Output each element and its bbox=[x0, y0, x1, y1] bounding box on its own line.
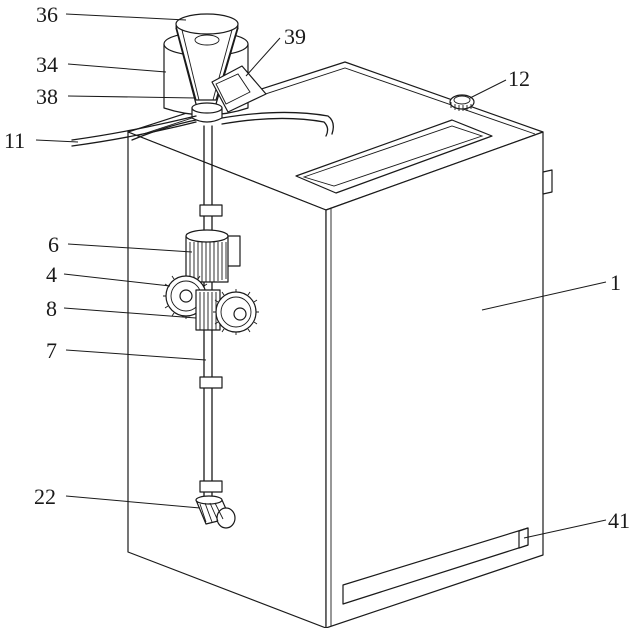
callout-12: 12 bbox=[508, 66, 530, 91]
callout-41: 41 bbox=[608, 508, 630, 533]
callout-38: 38 bbox=[36, 84, 58, 109]
gear-8 bbox=[195, 289, 221, 331]
callout-7: 7 bbox=[46, 338, 57, 363]
callout-39: 39 bbox=[284, 24, 306, 49]
hopper-assembly bbox=[163, 13, 267, 123]
bevel-gear-22 bbox=[195, 495, 236, 529]
gear-right bbox=[213, 289, 259, 335]
top-slot bbox=[295, 119, 493, 194]
callout-22: 22 bbox=[34, 484, 56, 509]
callout-1: 1 bbox=[610, 270, 621, 295]
callout-11: 11 bbox=[4, 128, 25, 153]
hose-11 bbox=[71, 111, 334, 147]
callout-4: 4 bbox=[46, 262, 57, 287]
leader-lines bbox=[35, 13, 607, 539]
callout-8: 8 bbox=[46, 296, 57, 321]
callout-6: 6 bbox=[48, 232, 59, 257]
bottom-slot bbox=[342, 527, 529, 605]
knob-12 bbox=[449, 94, 475, 111]
cabinet-body bbox=[127, 61, 553, 628]
callout-36: 36 bbox=[36, 2, 58, 27]
callout-34: 34 bbox=[36, 52, 58, 77]
gear-6 bbox=[185, 229, 241, 283]
callouts: 36 39 34 38 12 11 6 4 8 1 7 22 41 bbox=[4, 2, 630, 533]
